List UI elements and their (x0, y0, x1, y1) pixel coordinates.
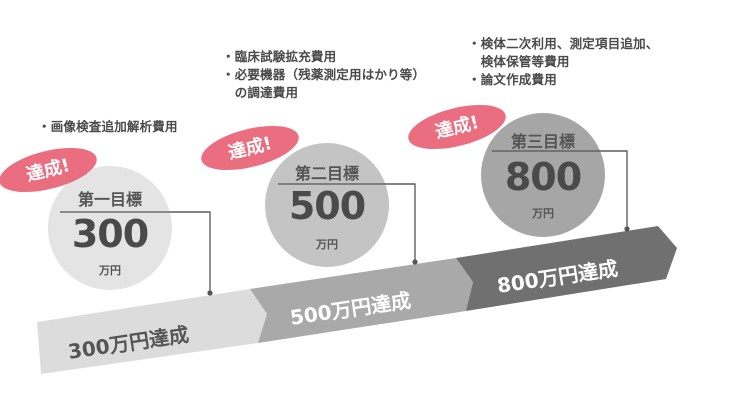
note-item: ・検体二次利用、測定項目追加、 (468, 36, 659, 51)
goal3-circle (481, 113, 605, 237)
goal1-title: 第一目標 (77, 190, 142, 209)
note-item: ・画像検査追加解析費用 (38, 119, 178, 134)
goal2-circle (265, 143, 389, 267)
goal1-circle (48, 166, 172, 290)
goal3-amount: 800 (504, 155, 582, 199)
goal2-title: 第二目標 (294, 164, 359, 183)
note-item: の調達費用 (222, 85, 299, 100)
note-item: ・必要機器（残薬測定用はかり等） (222, 67, 426, 82)
note-item: ・臨床試験拡充費用 (222, 49, 337, 64)
goal3-notes: ・検体二次利用、測定項目追加、 検体保管等費用 ・論文作成費用 (468, 35, 659, 89)
banner-segment-1 (37, 289, 267, 374)
goal3-title: 第三目標 (510, 132, 575, 151)
goal1-notes: ・画像検査追加解析費用 (38, 118, 178, 136)
banner-segment-2 (250, 258, 473, 343)
goal1-amount: 300 (71, 212, 149, 256)
goal3-unit: 万円 (532, 207, 554, 220)
goal2-unit: 万円 (316, 238, 338, 251)
goal2-notes: ・臨床試験拡充費用 ・必要機器（残薬測定用はかり等） の調達費用 (222, 48, 425, 102)
banner-segment-3 (456, 226, 677, 311)
note-item: ・論文作成費用 (468, 72, 557, 87)
goal2-amount: 500 (288, 184, 366, 228)
note-item: 検体保管等費用 (468, 54, 570, 69)
goal1-unit: 万円 (99, 264, 121, 277)
